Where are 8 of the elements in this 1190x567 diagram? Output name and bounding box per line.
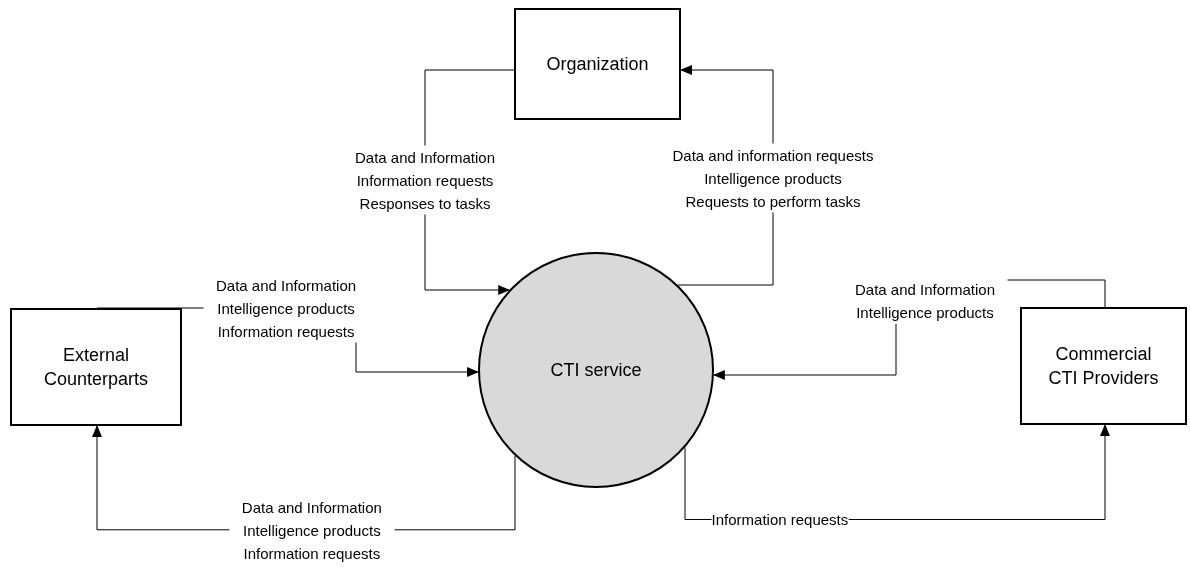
node-label: Organization [545, 52, 650, 76]
edge-label: Data and information requests Intelligence products Requests to perform tasks [671, 143, 875, 212]
node-label: Commercial CTI Providers [1047, 342, 1160, 390]
node-label: External Counterparts [42, 343, 150, 391]
entity-box [514, 8, 681, 120]
node-label: CTI service [549, 358, 643, 382]
entity-box [1020, 307, 1187, 425]
entity-box [10, 308, 182, 426]
